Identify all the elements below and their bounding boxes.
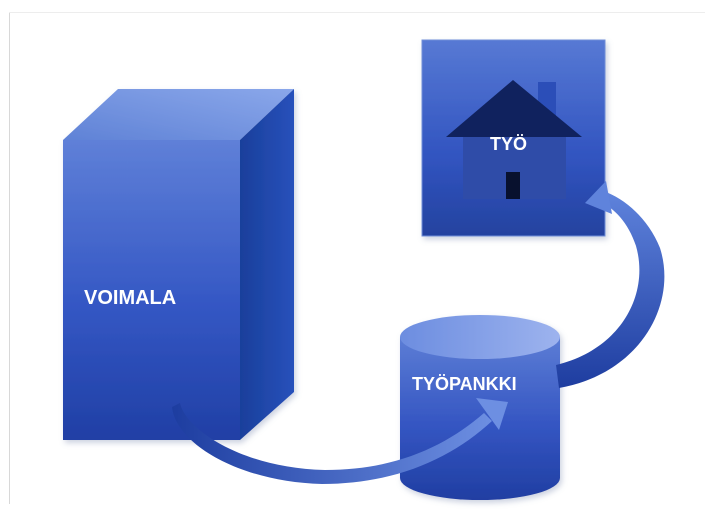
flow-arrow-to-work <box>556 181 665 388</box>
power-plant-block-top <box>63 89 294 140</box>
frame-top-edge <box>9 12 705 13</box>
power-plant-block-side <box>240 89 294 440</box>
work-bank-cylinder-top <box>400 315 560 359</box>
house-roof <box>446 80 582 137</box>
house-door <box>506 172 520 199</box>
flow-arrow-to-work-shaft <box>556 191 665 388</box>
house-icon <box>446 80 582 199</box>
flow-arrow-to-work-bank <box>172 398 508 484</box>
flow-arrow-to-work-bank-head <box>476 398 508 430</box>
flow-arrow-to-work-head <box>585 181 612 214</box>
flow-arrow-to-work-bank-shaft <box>172 403 492 484</box>
power-plant-block-front <box>63 140 240 440</box>
power-plant-label: VOIMALA <box>84 287 176 309</box>
work-label: TYÖ <box>490 134 527 154</box>
power-plant-block <box>63 89 294 440</box>
work-bank-cylinder <box>400 315 560 500</box>
work-bank-label: TYÖPANKKI <box>412 374 517 394</box>
frame-left-edge <box>9 12 10 504</box>
